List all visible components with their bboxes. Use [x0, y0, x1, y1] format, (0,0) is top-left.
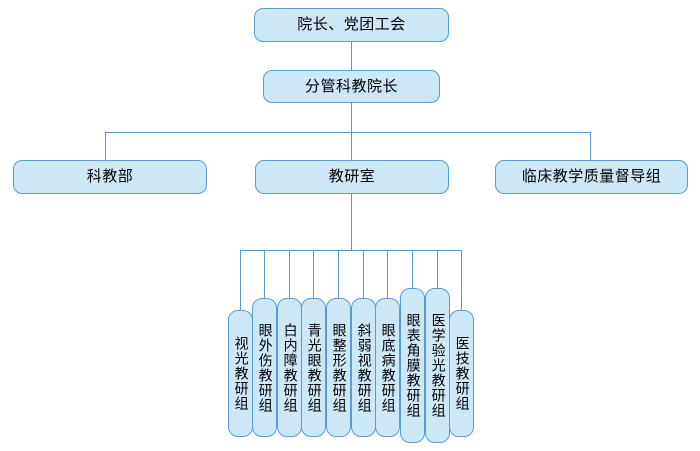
connector-bus-drop-center [351, 132, 352, 160]
node-label: 眼整形教研组 [330, 322, 347, 413]
node-label: 眼底病教研组 [379, 322, 396, 413]
node-ocular-surface-cornea-teaching-group[interactable]: 眼表角膜教研组 [400, 288, 425, 443]
connector-bus-drop-left [105, 132, 106, 160]
connector-l1-to-l2 [351, 42, 352, 70]
node-medical-optometry-teaching-group[interactable]: 医学验光教研组 [425, 288, 450, 443]
node-label: 临床教学质量督导组 [521, 167, 662, 186]
node-label: 视光教研组 [232, 336, 249, 411]
connector-l4-drop-9 [437, 250, 438, 288]
node-cataract-teaching-group[interactable]: 白内障教研组 [277, 298, 302, 437]
node-label: 科教部 [86, 167, 134, 186]
node-ocular-trauma-teaching-group[interactable]: 眼外伤教研组 [252, 298, 277, 437]
node-label: 医技教研组 [453, 336, 470, 411]
connector-l4-bus [240, 250, 462, 251]
node-clinical-teaching-quality-supervision-group[interactable]: 临床教学质量督导组 [495, 160, 688, 194]
connector-l4-drop-4 [313, 250, 314, 298]
node-glaucoma-teaching-group[interactable]: 青光眼教研组 [301, 298, 326, 437]
node-president-party-union[interactable]: 院长、党团工会 [254, 8, 449, 42]
node-label: 眼表角膜教研组 [404, 313, 421, 418]
connector-l4-drop-10 [461, 250, 462, 310]
node-strabismus-amblyopia-teaching-group[interactable]: 斜弱视教研组 [351, 298, 376, 437]
connector-l2-stem [351, 103, 352, 132]
connector-l4-drop-2 [264, 250, 265, 298]
node-fundus-disease-teaching-group[interactable]: 眼底病教研组 [375, 298, 400, 437]
node-label: 青光眼教研组 [305, 322, 322, 413]
node-optometry-teaching-group[interactable]: 视光教研组 [228, 310, 253, 437]
node-label: 斜弱视教研组 [355, 322, 372, 413]
node-label: 医学验光教研组 [429, 313, 446, 418]
connector-bus-drop-right [590, 132, 591, 160]
node-label: 分管科教院长 [304, 76, 398, 95]
node-label: 眼外伤教研组 [256, 322, 273, 413]
node-oculoplastic-teaching-group[interactable]: 眼整形教研组 [326, 298, 351, 437]
node-label: 教研室 [328, 167, 376, 186]
node-medical-technology-teaching-group[interactable]: 医技教研组 [449, 310, 474, 437]
connector-l4-drop-1 [240, 250, 241, 310]
connector-l4-drop-3 [289, 250, 290, 298]
node-teaching-research-office[interactable]: 教研室 [255, 160, 449, 194]
connector-l4-drop-5 [338, 250, 339, 298]
connector-l4-drop-7 [387, 250, 388, 298]
connector-l3-stem [351, 194, 352, 250]
node-deputy-dean-education[interactable]: 分管科教院长 [263, 70, 440, 103]
connector-l4-drop-6 [363, 250, 364, 298]
connector-l4-drop-8 [412, 250, 413, 288]
node-label: 院长、党团工会 [297, 15, 406, 34]
node-science-education-dept[interactable]: 科教部 [13, 160, 207, 194]
node-label: 白内障教研组 [281, 322, 298, 413]
connector-l2-bus [105, 132, 591, 133]
